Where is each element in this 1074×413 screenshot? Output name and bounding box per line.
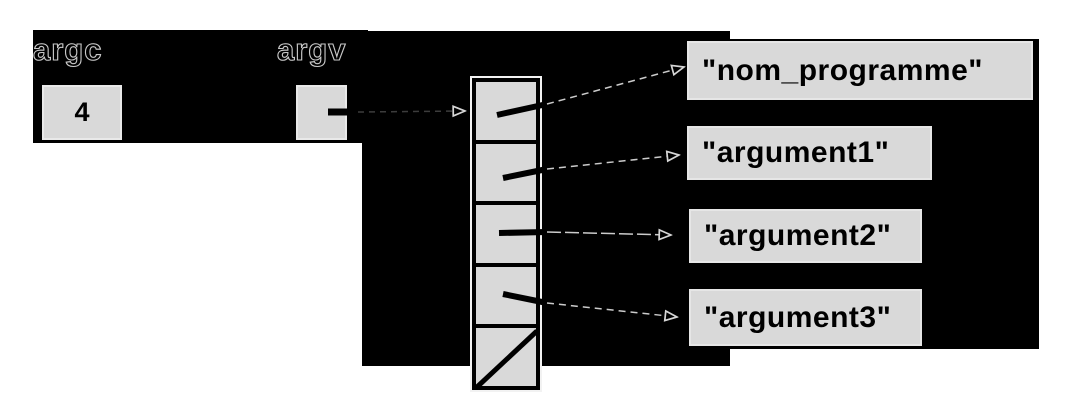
array-cell-0 (476, 82, 536, 144)
argc-value: 4 (74, 97, 90, 127)
argc-value-box: 4 (42, 85, 122, 140)
string-box-argument2: "argument2" (689, 209, 922, 263)
argc-label: argc (32, 31, 103, 67)
string-box-argument3: "argument3" (689, 289, 922, 346)
background-panel-middle (362, 31, 730, 366)
array-cell-null (476, 328, 536, 386)
string-box-argument1: "argument1" (687, 126, 932, 180)
array-cell-2 (476, 205, 536, 267)
argv-pointer-array (472, 78, 540, 390)
array-cell-1 (476, 143, 536, 206)
argv-label: argv (276, 31, 347, 67)
argv-pointer-box (296, 85, 347, 140)
array-cell-3 (476, 266, 536, 329)
string-box-nom-programme: "nom_programme" (687, 41, 1033, 100)
